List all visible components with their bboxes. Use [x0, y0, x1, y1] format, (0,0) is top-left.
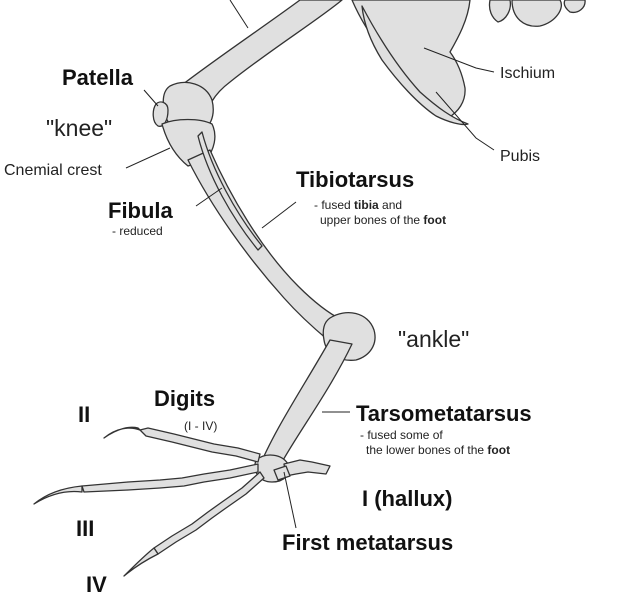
first-metatarsus-bone: [273, 465, 291, 481]
fibula-bone: [197, 131, 263, 251]
first-metatarsus-label: First metatarsus: [282, 530, 454, 555]
synsacrum-bone: [488, 0, 512, 23]
pubis-bone: [361, 5, 469, 126]
cnemial-crest-label: Cnemial crest: [4, 162, 102, 179]
fibula-note: - reduced: [112, 224, 163, 238]
pubis-leader: [435, 91, 495, 151]
tibiotarsus-leader: [261, 201, 297, 229]
knee-label: "knee": [46, 115, 113, 141]
hallux-label: I (hallux): [362, 486, 453, 511]
digit-ii: [139, 427, 261, 463]
ischium-leader: [423, 47, 495, 73]
patella-leader: [143, 89, 159, 107]
patella-label: Patella: [62, 65, 133, 90]
digit-ii-claw: [103, 426, 141, 439]
cnemial-crest-leader: [125, 147, 171, 169]
vertebra-bone: [511, 0, 562, 27]
first-metatarsus-leader: [283, 471, 297, 529]
digit-iii-claw: [33, 485, 83, 505]
ankle-label: "ankle": [398, 326, 470, 352]
vertebra-bone: [563, 0, 586, 14]
digit-ii-label: II: [78, 402, 91, 427]
tarsometatarsus-bone: [257, 339, 353, 471]
tarsometatarsus-note: - fused some of the lower bones of the f…: [360, 428, 511, 457]
tibiotarsus-note: - fused tibia and upper bones of the foo…: [314, 198, 447, 227]
ischium-label: Ischium: [500, 65, 556, 82]
femur-leader: [229, 0, 249, 29]
digits-range: (I - IV): [184, 419, 218, 433]
digit-iii-label: III: [76, 516, 95, 541]
digit-iv-claw: [123, 547, 159, 577]
tarsometatarsus-label: Tarsometatarsus: [356, 401, 532, 426]
digit-i-hallux: [283, 459, 331, 477]
digits-label: Digits: [154, 386, 216, 411]
pubis-label: Pubis: [500, 148, 541, 165]
digit-iv-label: IV: [86, 572, 107, 597]
tibiotarsus-label: Tibiotarsus: [296, 167, 415, 192]
fibula-leader: [195, 187, 223, 207]
fibula-label: Fibula: [108, 198, 173, 223]
digit-iii: [81, 463, 259, 493]
leader-lines: [125, 0, 495, 529]
